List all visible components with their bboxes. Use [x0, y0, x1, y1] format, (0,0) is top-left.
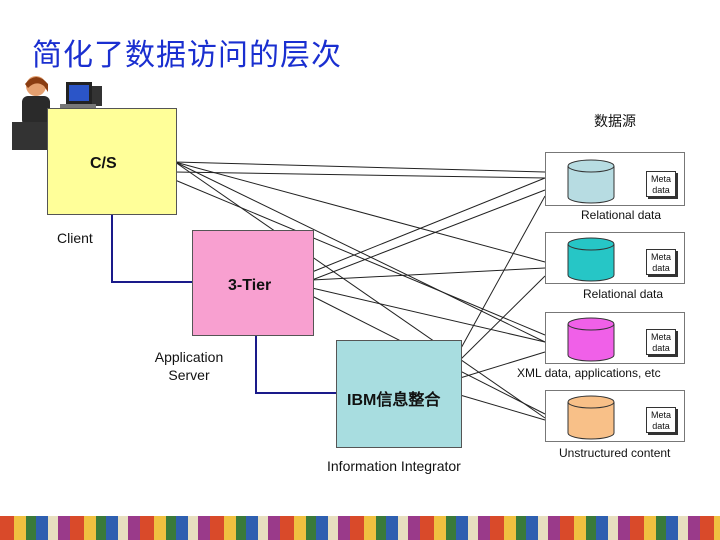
database-icon: [567, 159, 615, 204]
ibm-box: IBM信息整合: [336, 340, 462, 448]
source-caption: Relational data: [583, 287, 664, 301]
app-server-connector: [255, 335, 336, 394]
database-icon: [567, 395, 615, 440]
info-integrator-label: Information Integrator: [327, 458, 461, 474]
three-tier-label: 3-Tier: [228, 277, 272, 294]
cs-label: C/S: [90, 155, 117, 172]
page-title: 简化了数据访问的层次: [32, 38, 342, 73]
cs-source-lines: [174, 161, 546, 419]
three-tier-box: 3-Tier: [192, 230, 314, 336]
source-caption: Relational data: [581, 208, 662, 222]
data-source-label: 数据源: [594, 113, 636, 129]
cs-box: C/S: [47, 108, 177, 215]
ibm-label: IBM信息整合: [347, 392, 441, 409]
database-icon: [567, 317, 615, 362]
ibm-source-lines: [459, 195, 546, 421]
decorative-footer-strip: [0, 516, 720, 540]
source-caption: Unstructured content: [559, 446, 671, 460]
database-icon: [567, 237, 615, 282]
source-caption: XML data, applications, etc: [517, 366, 661, 380]
client-label: Client: [57, 230, 93, 246]
client-connector: [111, 213, 192, 283]
